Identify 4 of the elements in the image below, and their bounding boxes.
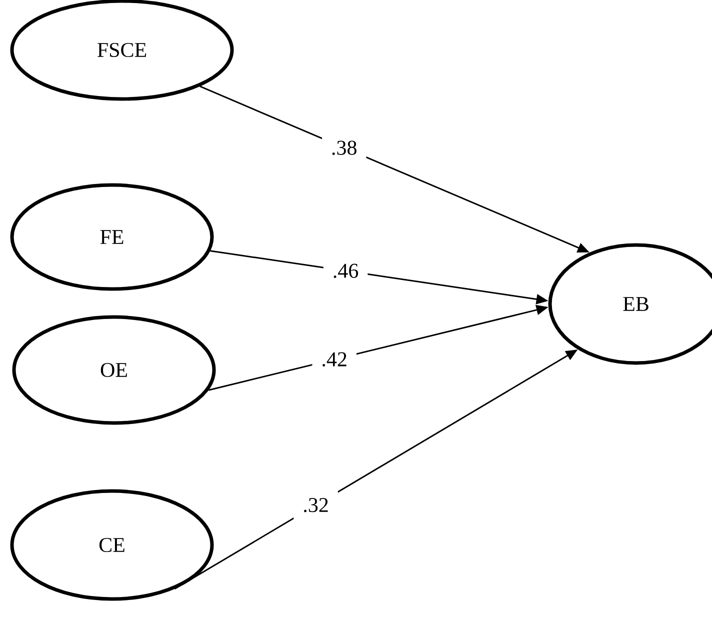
path-coefficient: .46 [323, 254, 368, 287]
path-coefficient: .42 [312, 343, 356, 376]
path-coefficient: .38 [322, 132, 366, 164]
path-coefficient: .32 [294, 489, 338, 522]
